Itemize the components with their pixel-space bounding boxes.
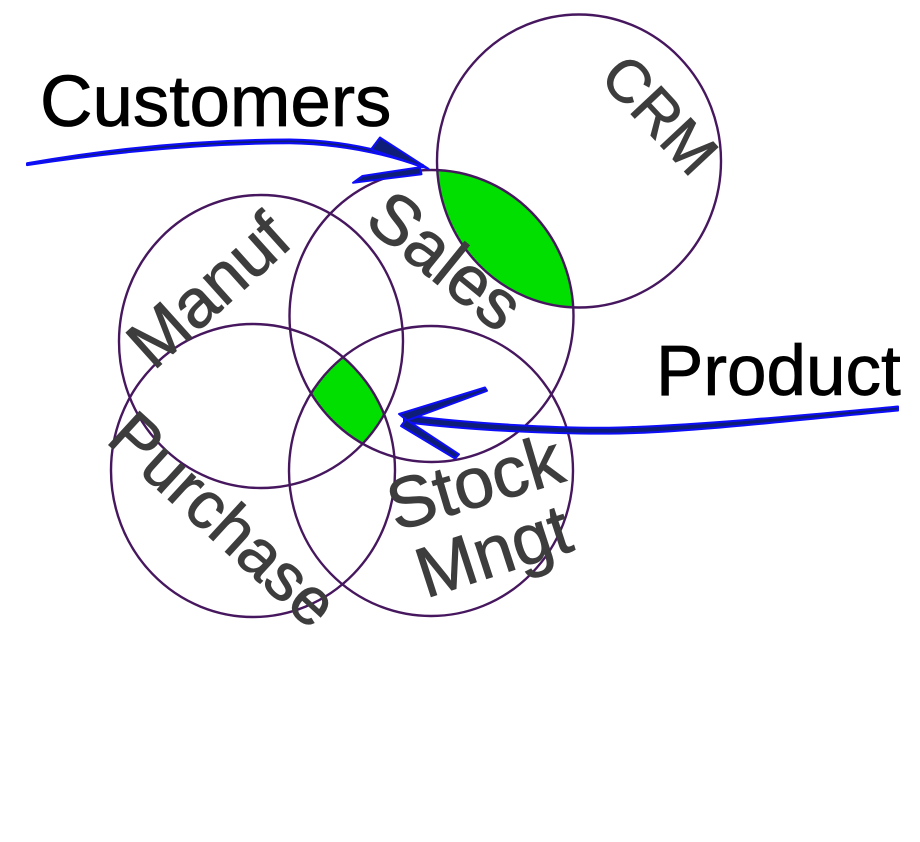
svg-text:Product: Product xyxy=(656,332,901,411)
svg-text:Customers: Customers xyxy=(40,61,391,142)
